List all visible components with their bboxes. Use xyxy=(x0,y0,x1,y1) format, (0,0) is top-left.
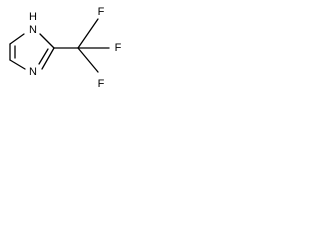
bond-cf3-f-top xyxy=(77,18,99,49)
bond-n1-c2 xyxy=(39,33,55,49)
atom-label-n3: N xyxy=(29,66,37,78)
atom-label-n1: N xyxy=(29,24,37,36)
bond-c5-n1 xyxy=(9,33,25,45)
bond-c2-n3-double xyxy=(38,48,49,65)
structure-canvas: H N N F F F xyxy=(0,0,152,99)
bond-cf3-f-bottom xyxy=(77,47,99,73)
molecule-diagram: H N N F F F xyxy=(9,6,122,90)
bond-c2-n3 xyxy=(41,47,55,70)
atom-label-f-top: F xyxy=(98,6,105,18)
atom-label-f-right: F xyxy=(115,42,122,54)
atom-label-h: H xyxy=(29,11,37,23)
bond-n3-c4 xyxy=(9,59,26,70)
atom-label-f-bottom: F xyxy=(98,78,105,90)
